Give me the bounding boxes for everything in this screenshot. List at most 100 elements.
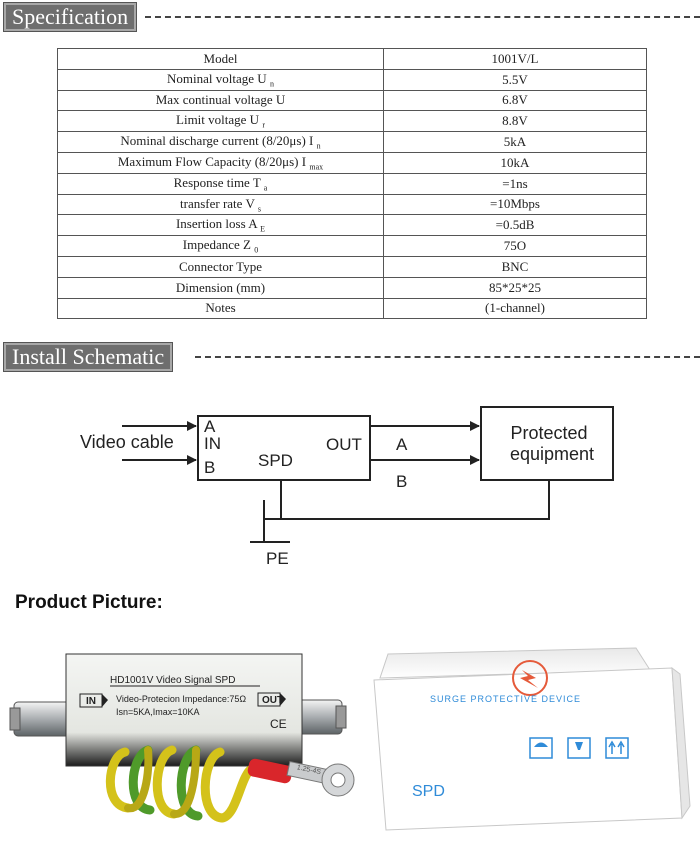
spec-row: Insertion loss A E=0.5dB <box>57 214 647 237</box>
video-cable-label: Video cable <box>80 432 174 452</box>
box-spd-label: SPD <box>412 783 445 800</box>
spec-label-subscript: r <box>262 121 265 131</box>
spec-label: Nominal discharge current (8/20μs) I n <box>57 131 384 153</box>
spd-box-photo: SURGE PROTECTIVE DEVICE SPD <box>373 647 691 831</box>
spd-box <box>197 415 371 481</box>
install-schematic-header: Install Schematic <box>0 340 700 374</box>
spec-label-text: transfer rate V <box>180 195 255 211</box>
lightning-icon <box>520 670 538 688</box>
spec-value: =10Mbps <box>383 193 647 216</box>
spd-a-label: A <box>204 417 216 436</box>
spec-label-subscript: a <box>263 183 268 193</box>
specification-header: Specification <box>0 0 700 34</box>
specification-divider <box>145 16 700 18</box>
product-photos: HD1001V Video Signal SPD IN OUT Video-Pr… <box>9 647 691 831</box>
spec-label-subscript: n <box>316 141 321 151</box>
spec-row: Response time T a=1ns <box>57 172 647 195</box>
spec-label-text: Maximum Flow Capacity (8/20μs) I <box>117 154 307 170</box>
crimp-sleeve <box>247 758 293 784</box>
spec-value: BNC <box>383 255 647 278</box>
spec-label: Nominal voltage U n <box>57 68 384 91</box>
spec-label-text: Dimension (mm) <box>175 279 266 295</box>
spec-label-text: Connector Type <box>179 258 262 274</box>
product-picture-title: Product Picture: <box>15 592 163 613</box>
device-line2: Isn=5KA,Imax=10KA <box>116 707 200 717</box>
glass-icon <box>567 737 591 759</box>
protected-label-line1: Protected <box>510 423 587 443</box>
spd-b-label: B <box>204 458 215 477</box>
line-b-label: B <box>396 472 407 491</box>
spec-label-text: Model <box>203 50 238 66</box>
device-out-label: OUT <box>262 695 283 706</box>
install-schematic-divider <box>195 356 700 358</box>
spec-label-text: Nominal discharge current (8/20μs) I <box>120 133 314 149</box>
spec-value: =0.5dB <box>383 214 647 237</box>
spec-label-text: Insertion loss A <box>175 216 257 232</box>
device-line1: Video-Protecion Impedance:75Ω <box>116 694 246 704</box>
spec-label-subscript: s <box>257 204 261 214</box>
spec-label-text: Impedance Z <box>182 237 251 253</box>
spec-value: 8.8V <box>383 110 647 133</box>
protected-equipment-box <box>480 406 614 481</box>
spec-row: Notes (1-channel) <box>57 297 647 320</box>
device-in-label: IN <box>86 696 96 707</box>
spec-label: Max continual voltage U <box>57 89 384 112</box>
spec-value: 5.5V <box>383 68 647 91</box>
line-a-label: A <box>396 435 408 454</box>
box-front <box>373 667 683 831</box>
spd-label: SPD <box>258 451 293 470</box>
spec-row: transfer rate V s=10Mbps <box>57 193 647 216</box>
spec-label: Limit voltage U r <box>57 110 384 133</box>
spec-label-subscript: max <box>309 162 324 172</box>
spec-label-subscript: 0 <box>254 245 259 255</box>
bnc-connector-right <box>295 699 343 735</box>
spec-value: 6.8V <box>383 89 647 112</box>
spec-label-text: Limit voltage U <box>176 112 260 128</box>
specification-title: Specification <box>3 2 138 32</box>
spec-label: Connector Type <box>57 255 384 278</box>
device-title: HD1001V Video Signal SPD <box>110 675 235 686</box>
this-way-up-icon <box>605 737 629 759</box>
umbrella-icon <box>529 737 553 759</box>
ground-wire <box>280 480 550 520</box>
lightning-logo <box>512 660 548 696</box>
spec-row: Dimension (mm) 85*25*25 <box>57 276 647 299</box>
spec-row: Max continual voltage U 6.8V <box>57 89 647 112</box>
spec-label-text: Notes <box>205 300 236 316</box>
spec-label: Notes <box>57 297 384 320</box>
spec-row: Connector Type BNC <box>57 255 647 278</box>
spec-label-subscript: n <box>269 79 274 89</box>
spd-device-body <box>65 653 303 767</box>
protected-label-line2: equipment <box>510 444 594 464</box>
device-ce-mark: CE <box>270 717 287 731</box>
spec-label-text: Response time T <box>173 174 261 190</box>
spd-out-label: OUT <box>326 435 362 454</box>
spec-value: 5kA <box>383 131 647 153</box>
spec-label: Maximum Flow Capacity (8/20μs) I max <box>57 151 384 174</box>
install-schematic-diagram: Video cable A IN B SPD OUT A B Protected… <box>80 406 614 568</box>
spec-label-text: Nominal voltage U <box>167 70 267 86</box>
spec-label: Insertion loss A E <box>57 214 384 237</box>
spec-value: 10kA <box>383 151 647 174</box>
spec-label: Model <box>57 48 384 70</box>
spec-value: 85*25*25 <box>383 276 647 299</box>
spd-in-label: IN <box>204 434 221 453</box>
spec-label: Impedance Z 0 <box>57 235 384 257</box>
spec-label: transfer rate V s <box>57 193 384 216</box>
spd-device-photo: HD1001V Video Signal SPD IN OUT Video-Pr… <box>9 653 355 823</box>
ground-wire-coil <box>105 745 255 823</box>
spec-value: (1-channel) <box>383 297 647 320</box>
pe-label: PE <box>266 549 289 568</box>
install-schematic-title: Install Schematic <box>3 342 174 372</box>
spec-label-text: Max continual voltage U <box>155 92 286 108</box>
bnc-connector-left <box>13 701 71 737</box>
box-brand-text: SURGE PROTECTIVE DEVICE <box>430 694 581 704</box>
spec-label: Response time T a <box>57 172 384 195</box>
spec-value: =1ns <box>383 172 647 195</box>
